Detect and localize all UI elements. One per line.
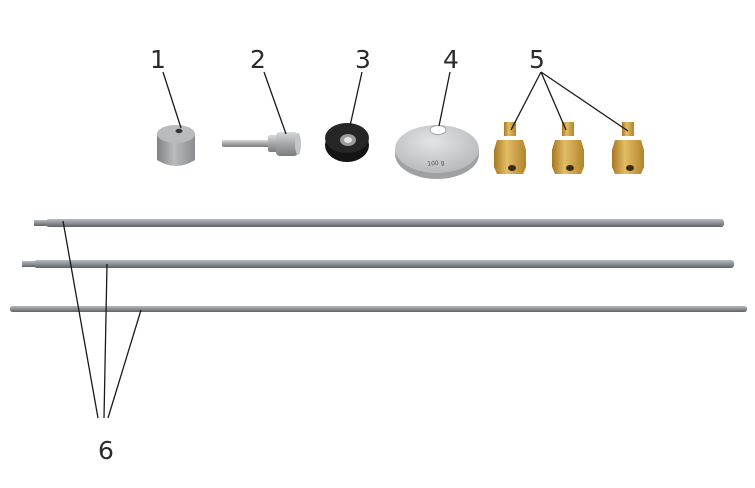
part-5-brass-nut-left <box>494 122 526 174</box>
leader-lines <box>62 71 629 419</box>
part-6-rod-bottom <box>10 306 747 312</box>
part-6-rod-middle <box>22 260 734 268</box>
label-1: 1 <box>150 45 166 74</box>
label-2: 2 <box>250 45 266 74</box>
label-5: 5 <box>529 45 545 74</box>
part-5-brass-nut-right <box>612 122 644 174</box>
part-3-knob <box>325 123 369 162</box>
label-3: 3 <box>355 45 371 74</box>
part-6-rod-top <box>34 219 724 227</box>
part-4-weight-disc: 100 g <box>395 125 479 179</box>
weight-marking: 100 g <box>427 159 445 167</box>
part-2-bolt <box>222 132 301 156</box>
part-1-cylinder <box>157 125 195 166</box>
label-6: 6 <box>98 436 114 465</box>
label-4: 4 <box>443 45 459 74</box>
part-5-brass-nut-middle <box>552 122 584 174</box>
